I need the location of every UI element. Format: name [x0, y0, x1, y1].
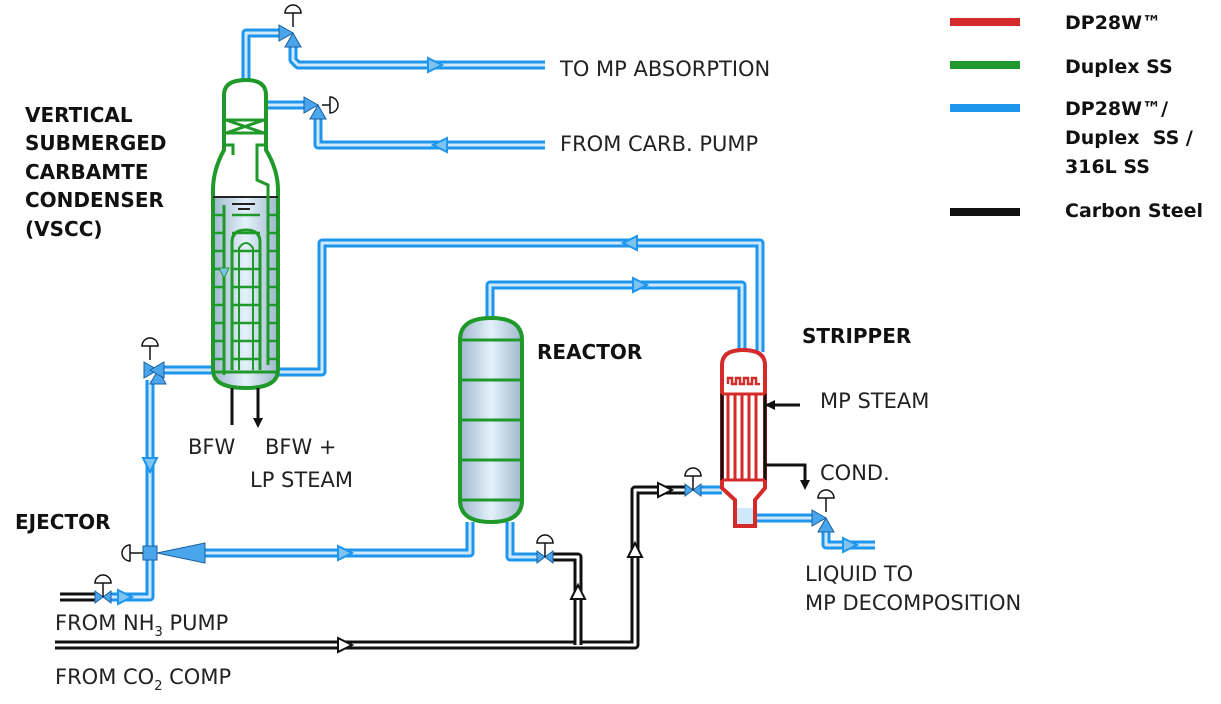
- valve-icon: [148, 361, 165, 379]
- to-mp-absorption-label: TO MP ABSORPTION: [559, 57, 770, 81]
- flow-arrow-icon: [626, 540, 644, 558]
- vscc-label-line: SUBMERGED: [25, 131, 167, 155]
- legend-label: DP28W™: [1065, 12, 1161, 34]
- liquid-to-label: LIQUID TO: [805, 562, 913, 586]
- mp-decomposition-label: MP DECOMPOSITION: [805, 591, 1021, 615]
- carbon-steel-pipe: [553, 552, 583, 645]
- valves-and-arrows: [94, 4, 860, 654]
- flow-arrow-icon: [842, 536, 860, 554]
- legend-label: DP28W™/: [1065, 98, 1168, 120]
- valve-actuator-icon: [817, 489, 835, 499]
- pipe-inner: [316, 114, 545, 147]
- pipe-inner: [488, 283, 744, 352]
- legend-label: 316L SS: [1065, 156, 1150, 178]
- process-pipe: [205, 522, 475, 558]
- process-pipe: [278, 238, 765, 377]
- valve-icon: [309, 103, 327, 120]
- pipe-inner: [108, 560, 152, 599]
- from-carb-pump-label: FROM CARB. PUMP: [560, 132, 758, 156]
- pipe-inner: [278, 241, 762, 374]
- flow-arrow-icon: [430, 136, 448, 154]
- flow-arrow-icon: [632, 276, 650, 294]
- process-pipe: [313, 114, 545, 150]
- flow-arrow-icon: [141, 457, 159, 475]
- process-pipe: [288, 42, 545, 70]
- pipe-outer: [313, 114, 545, 150]
- valve-actuator-icon: [536, 534, 554, 544]
- legend: DP28W™ Duplex SS DP28W™/ Duplex SS / 316…: [950, 12, 1203, 222]
- process-pipe: [108, 560, 155, 602]
- legend-label: Duplex SS /: [1065, 127, 1193, 149]
- process-pipe: [505, 522, 538, 562]
- flow-arrow-icon: [620, 234, 638, 252]
- legend-label: Carbon Steel: [1065, 200, 1203, 222]
- ejector-label: EJECTOR: [15, 510, 111, 534]
- flow-arrow-icon: [117, 588, 135, 606]
- valve-actuator-icon: [141, 337, 159, 347]
- valve-icon: [817, 516, 835, 533]
- lp-steam-label: LP STEAM: [250, 468, 353, 492]
- arrow-icon: [253, 418, 263, 428]
- arrow-icon: [800, 480, 810, 490]
- angle-valve-icon: [303, 96, 327, 120]
- vscc-label-line: CARBAMTE: [25, 160, 149, 184]
- valve-actuator-icon: [684, 467, 702, 477]
- process-pipe: [241, 28, 285, 80]
- stripper-label: STRIPPER: [802, 324, 911, 348]
- flow-arrow-icon: [569, 582, 587, 600]
- pipe-outer: [505, 522, 538, 562]
- valve-icon: [102, 590, 112, 604]
- bfw-label: BFW: [188, 435, 235, 459]
- vscc-vessel: [211, 77, 280, 428]
- vscc-label-line: VERTICAL: [25, 103, 133, 127]
- valve-icon: [303, 96, 320, 114]
- pipe-inner: [508, 522, 538, 559]
- flow-arrow-icon: [337, 544, 355, 562]
- valve-actuator-icon: [284, 4, 302, 14]
- vscc-label: VERTICAL SUBMERGED CARBAMTE CONDENSER (V…: [25, 103, 167, 241]
- valve-actuator-icon: [94, 574, 112, 584]
- valve-icon: [284, 31, 302, 48]
- valve-icon: [278, 24, 295, 42]
- bfw-plus-label: BFW +: [265, 435, 337, 459]
- process-pipe: [485, 280, 747, 352]
- angle-valve-icon: [811, 509, 835, 533]
- flow-arrow-icon: [427, 56, 445, 74]
- from-co2-comp-label: FROM CO2 COMP: [55, 665, 231, 694]
- pipe-inner: [553, 555, 580, 645]
- valve-icon: [544, 550, 554, 564]
- pipe-inner: [291, 42, 545, 67]
- valve-icon: [692, 483, 702, 497]
- valve-icon: [94, 590, 104, 604]
- angle-valve-icon: [278, 24, 302, 48]
- flow-arrow-icon: [337, 636, 355, 654]
- valve-icon: [811, 509, 828, 527]
- valve-actuator-icon: [121, 544, 143, 562]
- reactor-vessel: [458, 315, 524, 525]
- reactor-label: REACTOR: [537, 340, 642, 364]
- cond-line: [765, 463, 807, 480]
- ejector-nozzle-icon: [156, 542, 206, 564]
- vscc-label-line: CONDENSER: [25, 188, 164, 212]
- pipe-inner: [205, 522, 472, 555]
- ejector-body-icon: [142, 545, 158, 561]
- valve-icon: [536, 550, 546, 564]
- valve-actuator-icon: [322, 96, 339, 114]
- pipe-outer: [108, 560, 155, 602]
- flow-arrow-icon: [657, 481, 675, 499]
- cond-label: COND.: [820, 461, 890, 485]
- legend-label: Duplex SS: [1065, 56, 1173, 78]
- pipe-inner: [244, 31, 285, 80]
- vscc-label-line: (VSCC): [25, 217, 103, 241]
- valve-icon: [684, 483, 694, 497]
- pipe-outer: [553, 552, 583, 645]
- pipe-outer: [288, 42, 545, 70]
- stripper-vessel: [720, 347, 767, 528]
- mp-steam-label: MP STEAM: [820, 389, 929, 413]
- from-nh3-pump-label: FROM NH3 PUMP: [55, 611, 228, 640]
- arrow-icon: [765, 400, 775, 410]
